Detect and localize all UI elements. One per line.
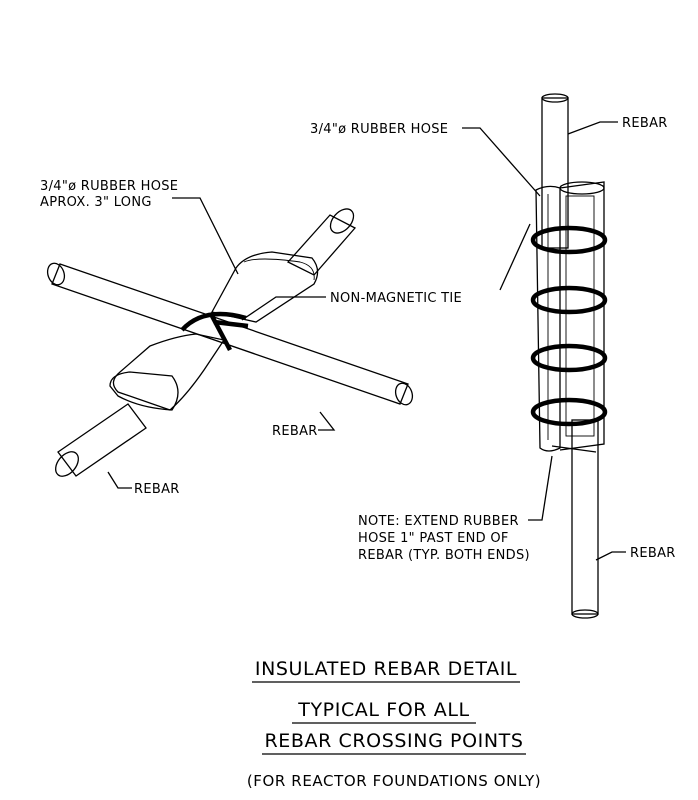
rebar-lower-segment — [55, 403, 147, 477]
non-magnetic-ties-right — [530, 225, 608, 427]
rebar-upper-segment — [286, 208, 357, 276]
note-line-2: HOSE 1" PAST END OF — [358, 531, 509, 546]
leader-tie — [241, 296, 326, 321]
right-vertical-detail — [530, 93, 608, 619]
rubber-hose-lower — [109, 333, 226, 411]
leader-rebar-left — [107, 471, 132, 489]
leader-hose-left — [172, 197, 239, 275]
leader-rebar-bottom — [595, 551, 626, 561]
note-line-3: REBAR (TYP. BOTH ENDS) — [358, 548, 530, 563]
leaders-left — [107, 197, 336, 489]
title-block: INSULATED REBAR DETAIL TYPICAL FOR ALL R… — [247, 658, 541, 790]
leader-rebar-center — [318, 411, 336, 431]
label-rebar-center: REBAR — [272, 424, 318, 439]
label-rebar-left: REBAR — [134, 482, 180, 497]
leader-note — [528, 455, 553, 521]
leader-tie-right — [499, 223, 531, 291]
title-line-4: (FOR REACTOR FOUNDATIONS ONLY) — [247, 772, 541, 790]
tie-ring-2 — [530, 285, 608, 315]
label-hose-left-line1: 3/4"ø RUBBER HOSE — [40, 179, 178, 194]
left-crossing-detail — [46, 208, 414, 477]
label-rebar-top-right: REBAR — [622, 116, 668, 131]
label-rebar-bottom-right: REBAR — [630, 546, 676, 561]
leader-rebar-top — [567, 121, 618, 135]
title-line-3: REBAR CROSSING POINTS — [264, 730, 523, 752]
label-non-magnetic-tie: NON-MAGNETIC TIE — [330, 291, 462, 306]
leader-hose-right — [462, 127, 541, 197]
rebar-long-horizontal — [46, 262, 414, 406]
note-line-1: NOTE: EXTEND RUBBER — [358, 514, 519, 529]
tie-ring-4 — [530, 397, 608, 427]
non-magnetic-tie-left — [180, 311, 249, 352]
rubber-hose-vertical — [535, 181, 605, 453]
label-hose-right: 3/4"ø RUBBER HOSE — [310, 122, 448, 137]
tie-ring-3 — [530, 343, 608, 373]
rebar-vertical-bottom — [571, 419, 599, 619]
title-line-1: INSULATED REBAR DETAIL — [255, 658, 517, 680]
tie-ring-1 — [530, 225, 608, 255]
leaders-right — [462, 121, 626, 561]
rubber-hose-upper — [211, 251, 319, 323]
label-hose-left-line2: APROX. 3" LONG — [40, 195, 152, 210]
rebar-vertical-top — [541, 93, 569, 249]
title-line-2: TYPICAL FOR ALL — [297, 699, 469, 721]
